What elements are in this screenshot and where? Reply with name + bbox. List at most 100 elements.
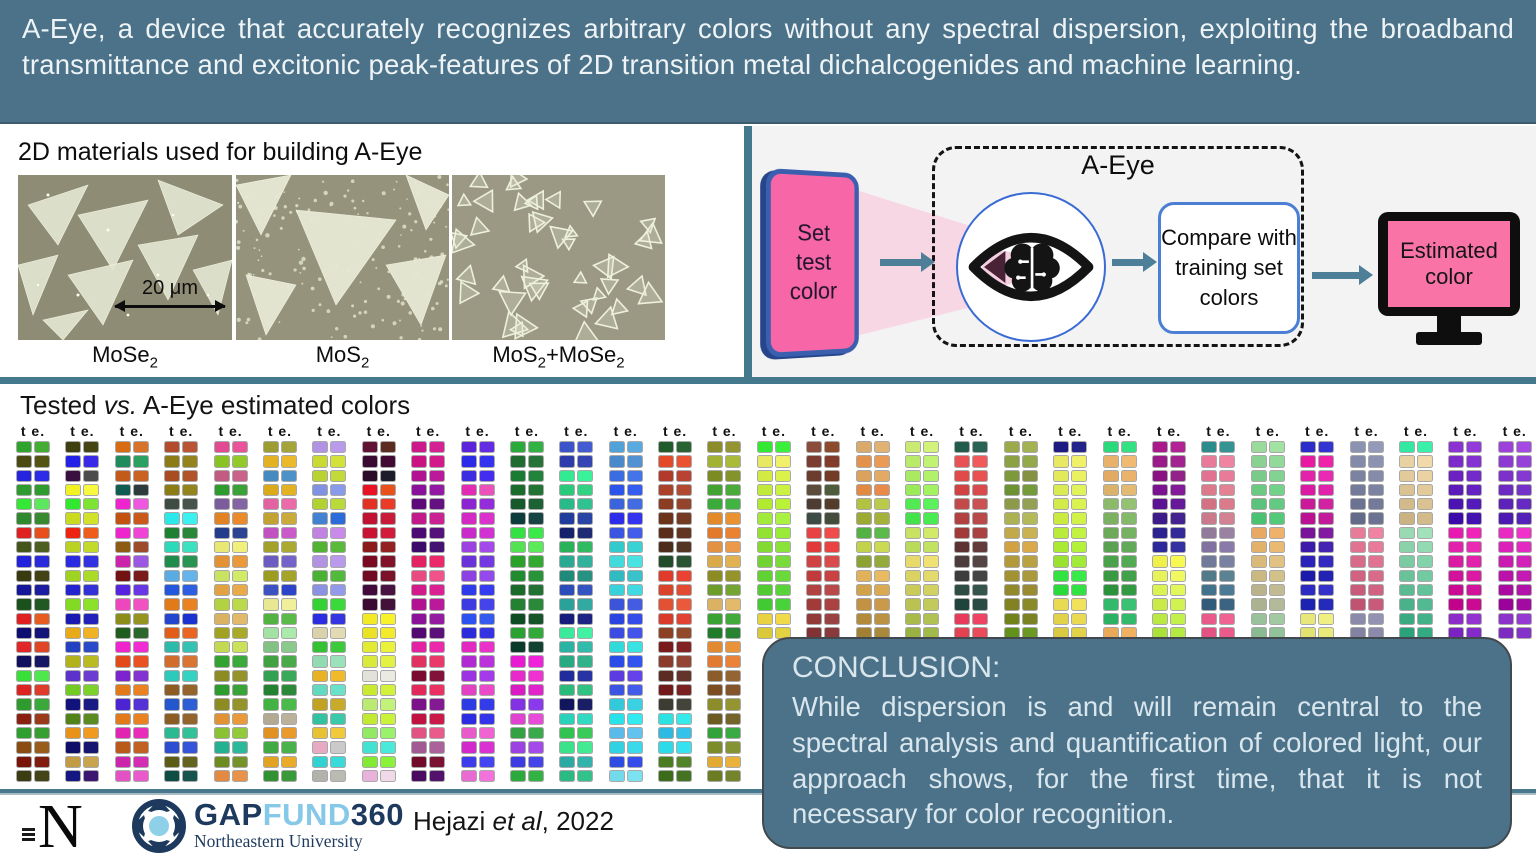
swatch-estimated (231, 469, 248, 482)
swatch-estimated (83, 583, 100, 597)
swatch-estimated (379, 569, 396, 582)
swatch-pair-row (1201, 469, 1236, 482)
swatch-estimated (626, 712, 643, 725)
swatch-pair-row (559, 569, 594, 582)
swatch-pair-row (65, 669, 100, 683)
swatch-tested (262, 755, 279, 768)
swatch-tested (1151, 569, 1168, 582)
swatch-estimated (182, 569, 199, 582)
swatch-tested (1102, 455, 1119, 468)
swatch-tested (1497, 498, 1514, 511)
swatch-pair-row (1151, 626, 1186, 640)
swatch-tested (65, 669, 82, 683)
swatch-tested (114, 612, 131, 625)
swatch-tested (608, 569, 625, 582)
swatch-pair-row (1102, 541, 1137, 554)
swatch-tested (164, 741, 181, 754)
swatch-tested (855, 512, 872, 525)
swatch-pair-row (312, 684, 347, 697)
swatch-estimated (280, 512, 297, 525)
swatch-estimated (83, 483, 100, 497)
swatch-pair-row (1151, 498, 1186, 511)
swatch-estimated (676, 541, 693, 554)
swatch-tested (312, 483, 329, 497)
swatch-estimated (429, 541, 446, 554)
swatch-estimated (1120, 569, 1137, 582)
swatch-pair-row (658, 455, 693, 468)
swatch-tested (707, 526, 724, 540)
monitor: Estimated color (1378, 212, 1520, 345)
swatch-estimated (1416, 483, 1433, 497)
swatch-tested (312, 755, 329, 768)
swatch-pair-row (1250, 555, 1285, 568)
swatch-pair-row (707, 769, 742, 783)
swatch-pair-row (1102, 469, 1137, 482)
swatch-pair-row (756, 455, 791, 468)
swatch-tested (460, 469, 477, 482)
swatch-estimated (1219, 569, 1236, 582)
swatch-tested (164, 498, 181, 511)
swatch-estimated (429, 598, 446, 611)
swatch-tested (1349, 498, 1366, 511)
swatch-pair-row (114, 512, 149, 525)
swatch-estimated (1071, 583, 1088, 597)
swatch-pair-row (707, 598, 742, 611)
swatch-estimated (626, 655, 643, 668)
swatch-tested (262, 526, 279, 540)
swatch-estimated (182, 455, 199, 468)
swatch-estimated (725, 569, 742, 582)
swatch-pair-row (361, 626, 396, 640)
swatch-tested (262, 555, 279, 568)
swatch-estimated (725, 541, 742, 554)
swatch-tested (855, 569, 872, 582)
swatch-tested (509, 741, 526, 754)
swatch-estimated (1367, 512, 1384, 525)
swatch-pair-row (608, 655, 643, 668)
swatch-estimated (1021, 612, 1038, 625)
swatch-tested (954, 469, 971, 482)
swatch-tested (658, 655, 675, 668)
swatch-column-header: t e. (70, 423, 95, 439)
swatch-pair-row (1497, 612, 1532, 625)
swatch-pair-row (460, 541, 495, 554)
swatch-tested (411, 583, 428, 597)
swatch-tested (361, 612, 378, 625)
swatch-estimated (774, 441, 791, 454)
swatch-tested (1102, 612, 1119, 625)
swatch-estimated (676, 769, 693, 783)
swatch-estimated (429, 583, 446, 597)
swatch-tested (658, 612, 675, 625)
swatch-estimated (132, 684, 149, 697)
swatch-tested (262, 483, 279, 497)
scale-bar-label: 20 μm (142, 277, 198, 299)
swatch-estimated (676, 441, 693, 454)
swatch-tested (756, 512, 773, 525)
swatch-tested (114, 498, 131, 511)
swatch-estimated (676, 641, 693, 654)
swatch-pair-row (1201, 612, 1236, 625)
swatch-pair-row (361, 669, 396, 683)
swatch-tested (1398, 512, 1415, 525)
swatch-estimated (725, 498, 742, 511)
swatch-column-19: t e. (905, 423, 940, 784)
swatch-pair-row (213, 512, 248, 525)
swatch-pair-row (707, 669, 742, 683)
swatch-pair-row (460, 483, 495, 497)
swatch-tested (707, 483, 724, 497)
swatch-tested (559, 612, 576, 625)
swatch-pair-row (361, 555, 396, 568)
swatch-pair-row (65, 655, 100, 668)
swatch-pair-row (164, 569, 199, 582)
swatch-estimated (132, 755, 149, 768)
swatch-tested (1300, 512, 1317, 525)
swatch-estimated (1466, 612, 1483, 625)
swatch-pair-row (262, 441, 297, 454)
swatch-pair-row (114, 726, 149, 740)
swatch-estimated (1120, 483, 1137, 497)
swatch-column-header: t e. (909, 423, 935, 439)
swatch-pair-row (855, 441, 890, 454)
swatch-tested (411, 726, 428, 740)
swatch-tested (460, 512, 477, 525)
swatch-estimated (1120, 555, 1137, 568)
swatch-estimated (527, 583, 544, 597)
